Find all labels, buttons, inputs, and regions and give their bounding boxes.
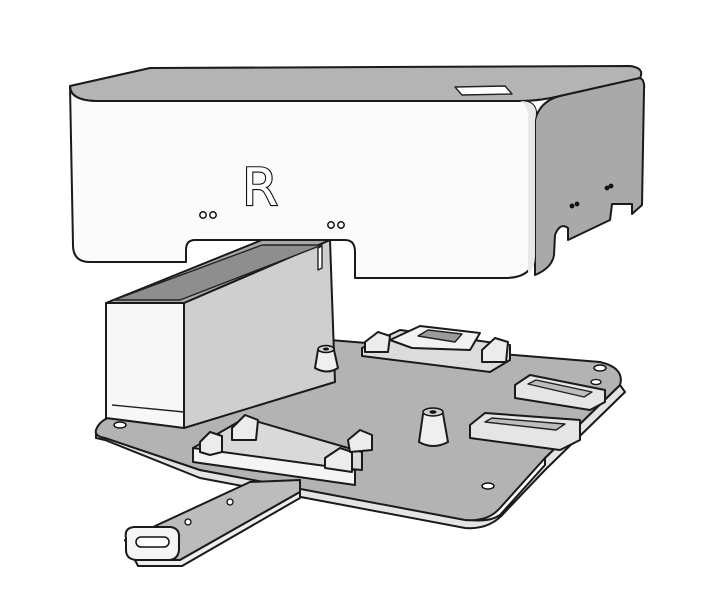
front-bracket-tab	[199, 431, 223, 456]
back-bracket-window	[417, 329, 463, 343]
lid-side-hole	[574, 201, 580, 207]
lid-corner-highlight	[520, 101, 536, 274]
plate-mount-hole	[481, 482, 495, 490]
standoff-posts	[314, 344, 449, 447]
raised-compartment	[105, 239, 336, 429]
compartment-front	[105, 302, 185, 429]
lid-front-hole	[209, 211, 217, 219]
lid-front-hole	[199, 211, 207, 219]
lid-top-slot	[454, 85, 513, 96]
plate-mount-hole	[593, 364, 607, 372]
lid-side-hole	[608, 183, 614, 189]
lid-side-hole	[569, 203, 575, 209]
clip-brackets	[192, 325, 606, 486]
standoff-post-hole	[429, 410, 437, 414]
cable-strip-edge	[134, 491, 301, 567]
compartment-edge-line	[111, 404, 185, 413]
usb-port-opening	[135, 536, 170, 548]
plate-mount-hole	[590, 378, 602, 386]
plate-mount-hole	[113, 421, 127, 429]
lid-embossed-letter: R	[242, 158, 278, 218]
lid-side-face	[534, 77, 646, 276]
front-bracket-tab	[347, 429, 373, 453]
lid-side-hole	[604, 185, 610, 191]
usb-cable-strip	[124, 479, 301, 567]
compartment-notch	[317, 245, 323, 271]
standoff-post-hole	[323, 347, 329, 351]
right-bracket-lower-inner	[484, 417, 566, 431]
lid-front-hole	[337, 221, 345, 229]
compartment-inner-wall	[113, 244, 323, 301]
cable-strip-hole	[184, 518, 192, 526]
front-bracket-tab	[231, 414, 259, 441]
lid-top-face	[69, 65, 643, 102]
front-bracket-face	[192, 447, 356, 486]
lid-front-hole	[327, 221, 335, 229]
back-bracket-tab	[364, 331, 391, 353]
cable-strip-hole	[226, 498, 234, 506]
back-bracket-tab	[481, 337, 509, 363]
front-bracket-tab	[324, 447, 353, 473]
enclosure-lid: R	[69, 65, 646, 279]
right-bracket-upper-inner	[527, 379, 593, 398]
